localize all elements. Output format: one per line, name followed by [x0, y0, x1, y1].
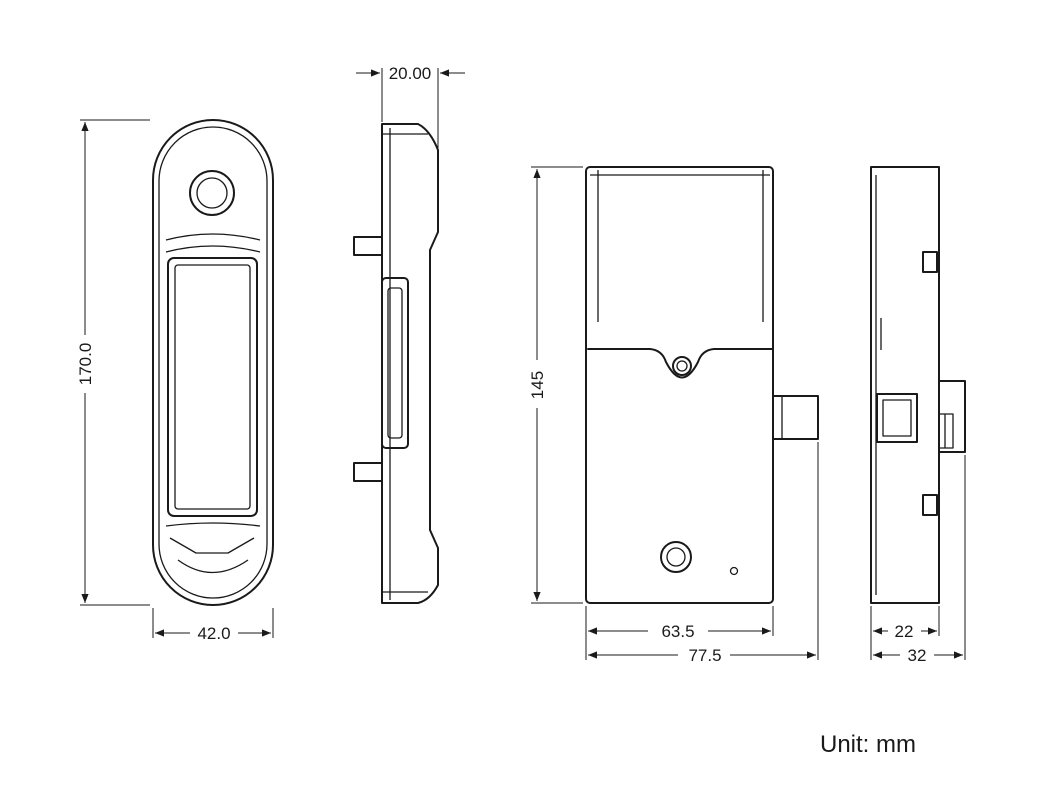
dimension-77-5: 77.5	[588, 442, 819, 665]
lock-body-front-view	[585, 166, 819, 604]
dim-label-22: 22	[895, 622, 914, 641]
latch-bolt	[772, 395, 819, 440]
dimension-63-5: 63.5	[585, 606, 774, 660]
keypad-side-view	[353, 123, 439, 604]
mount-pin-top	[353, 236, 383, 256]
dim-label-42: 42.0	[197, 624, 230, 643]
mount-pin-bottom	[353, 462, 383, 482]
dim-label-170: 170.0	[76, 343, 95, 386]
dim-label-77-5: 77.5	[688, 646, 721, 665]
lock-body-side-view	[870, 166, 966, 604]
front-keypad-view	[152, 119, 274, 606]
reset-hole	[660, 541, 692, 573]
dimension-32: 32	[873, 455, 966, 665]
unit-label: Unit: mm	[820, 731, 916, 758]
display-window	[167, 257, 258, 517]
cover-screw	[672, 356, 692, 376]
led-indicator	[729, 566, 739, 576]
dim-label-32: 32	[908, 646, 927, 665]
dimension-22: 22	[870, 606, 940, 660]
dimension-145: 145	[528, 166, 583, 604]
keyhole-inner	[196, 177, 228, 209]
dimension-170: 170.0	[76, 119, 150, 606]
dimension-20: 20.00	[356, 64, 465, 148]
dim-label-145: 145	[528, 371, 547, 399]
keyhole-outer	[189, 170, 235, 216]
dim-label-63-5: 63.5	[661, 622, 694, 641]
dimension-42: 42.0	[152, 608, 274, 643]
dim-label-20: 20.00	[389, 64, 432, 83]
